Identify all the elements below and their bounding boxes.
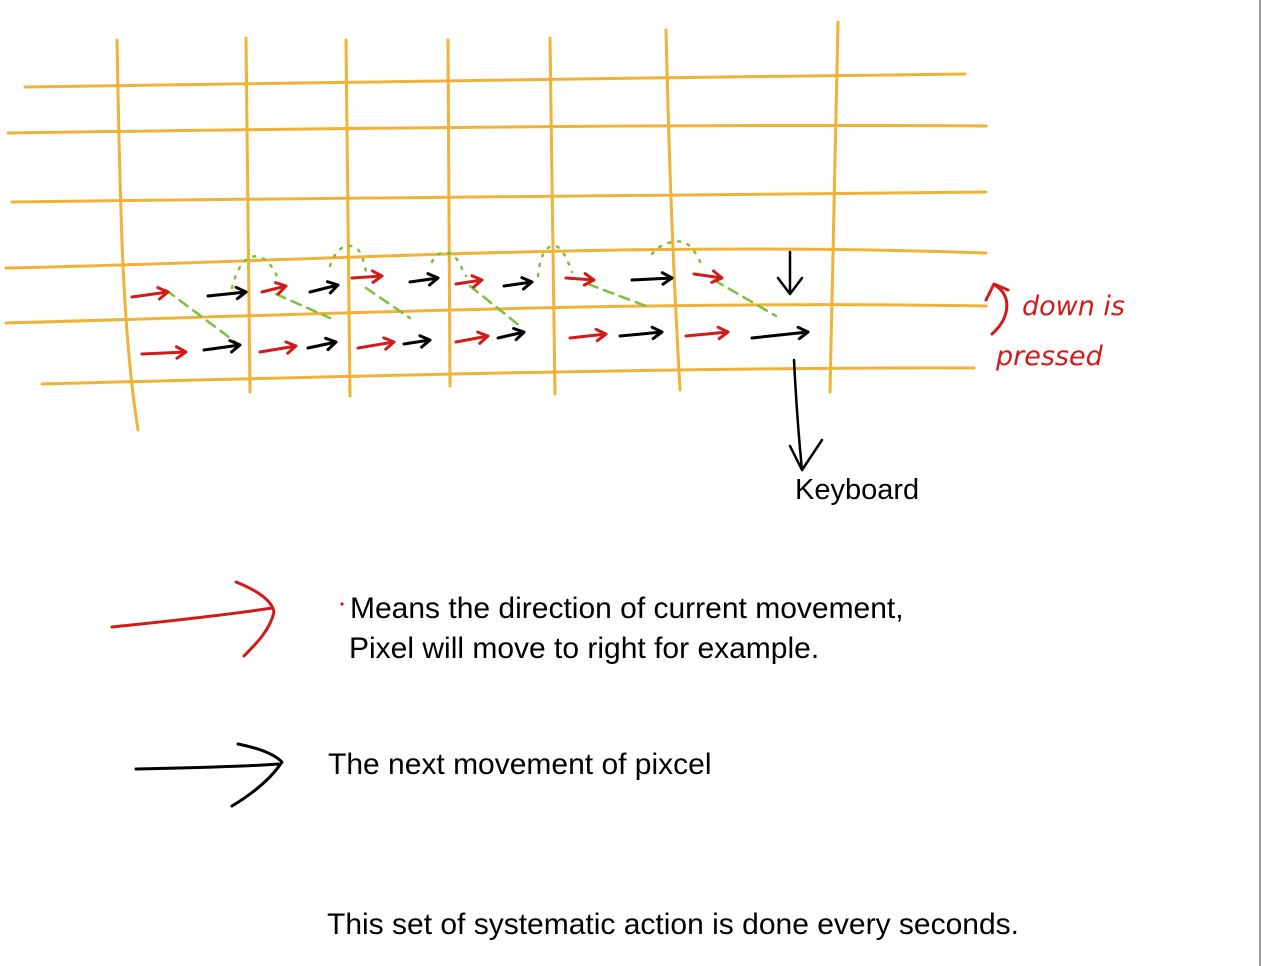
black-arrow-icon (496, 327, 526, 342)
path-dashed-diagonals (164, 278, 778, 346)
down-arrow-icon (776, 250, 804, 296)
dashed-diagonal (364, 286, 412, 320)
dashed-diagonal (274, 292, 332, 320)
red-arrow-icon (454, 330, 490, 345)
annotation-text-line1: down is (1022, 291, 1126, 322)
black-arrow-icon (618, 325, 664, 341)
page-edge-rule (1259, 0, 1261, 966)
red-arrow-icon (568, 327, 608, 343)
dotted-arc (650, 240, 704, 268)
dashed-diagonal (586, 282, 648, 308)
grid-line-vertical (344, 38, 352, 398)
black-arrow-icon (630, 271, 674, 286)
path-dotted-arcs (230, 240, 704, 290)
red-arrow-icon (684, 325, 730, 341)
grid-line-horizontal (4, 303, 988, 325)
red-arrow-icon (130, 286, 170, 301)
red-dot (340, 602, 344, 606)
red-arrow-icon (692, 269, 724, 284)
keyboard-label: Keyboard (795, 474, 920, 506)
grid-line-vertical (828, 20, 840, 394)
dashed-diagonal (468, 284, 522, 328)
grid-line-horizontal (4, 247, 988, 270)
red-arrow-icon (260, 281, 288, 296)
black-arrow-icon (502, 276, 534, 291)
grid-line-horizontal (10, 190, 988, 204)
black-arrow-icon (402, 334, 432, 349)
grid-line-horizontal (40, 366, 976, 386)
red-arrow-icon (356, 336, 396, 351)
dashed-diagonal (164, 288, 240, 346)
grid (4, 20, 988, 432)
grid-arrows (130, 269, 810, 360)
red-arrow-icon (350, 269, 384, 284)
grid-line-horizontal (6, 123, 988, 135)
legend-red-arrow-icon (110, 580, 276, 658)
dotted-arc (536, 244, 574, 278)
annotation-curved-arrow-icon (984, 282, 1010, 336)
legend-current-line1: Means the direction of current movement, (350, 592, 904, 625)
footer-note: This set of systematic action is done ev… (327, 908, 1019, 941)
red-arrow-icon (564, 272, 596, 287)
black-arrow-icon (306, 336, 338, 352)
annotation-text-line2: pressed (996, 341, 1103, 372)
grid-line-vertical (244, 36, 252, 394)
dotted-arc (230, 255, 280, 290)
black-arrow-icon (206, 285, 248, 301)
red-arrow-icon (258, 340, 298, 355)
grid-line-vertical (115, 38, 140, 432)
black-arrow-icon (308, 280, 340, 295)
keyboard-arrow-icon (788, 358, 824, 472)
red-arrow-icon (454, 274, 484, 289)
red-arrow-icon (140, 345, 188, 360)
black-arrow-icon (202, 339, 242, 354)
legend-next-text: The next movement of pixcel (328, 748, 712, 781)
black-arrow-icon (750, 325, 810, 341)
legend-current-line2: Pixel will move to right for example. (349, 632, 820, 665)
dashed-diagonal (712, 278, 778, 318)
grid-line-horizontal (23, 72, 967, 89)
grid-line-vertical (446, 38, 452, 388)
grid-line-vertical (548, 36, 557, 396)
black-arrow-icon (408, 272, 440, 287)
grid-line-vertical (664, 28, 682, 392)
legend-black-arrow-icon (134, 742, 284, 808)
